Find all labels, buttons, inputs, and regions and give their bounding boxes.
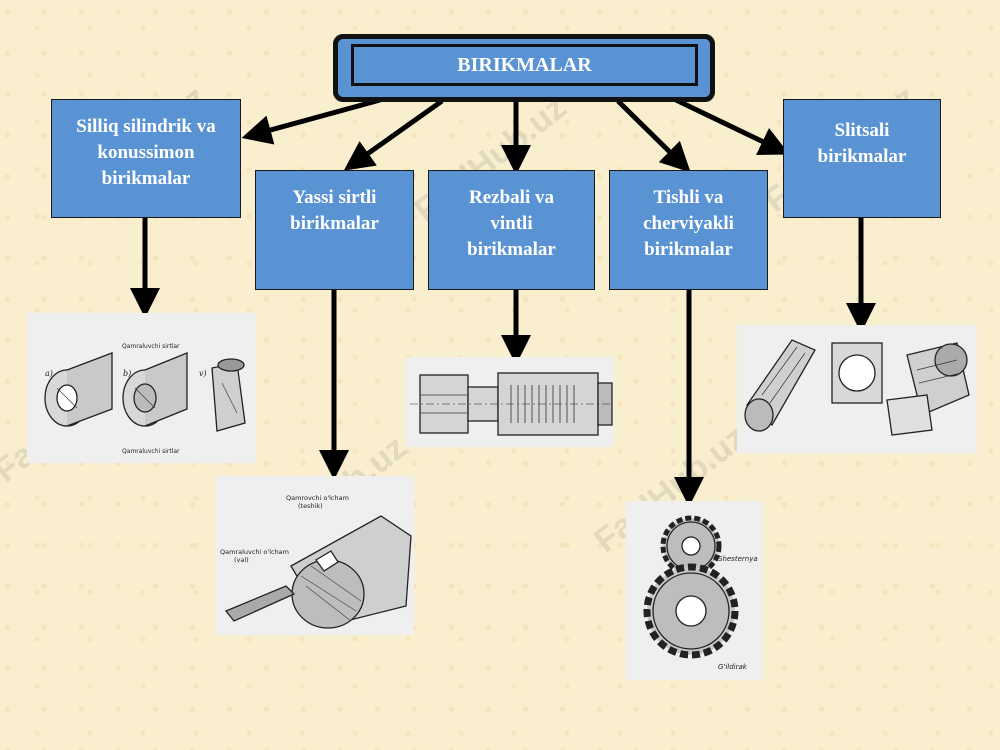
category-tishli: Tishli va cherviyakli birikmalar: [609, 170, 768, 290]
arrow-title-yassi: [343, 98, 444, 171]
label-teshik: (teshik): [298, 502, 323, 510]
label-qamraluvchi-top: Qamraluvchi sirtlar: [122, 343, 180, 350]
label-qamraluvchi: Qamraluvchi o'lcham: [220, 548, 289, 556]
key-joint-drawing: Qamrovchi o'lcham (teshik) Qamraluvchi o…: [220, 494, 412, 629]
gear-pair-drawing: Shesternya G'ildirak: [643, 515, 758, 671]
illustration-silliq: Qamraluvchi sirtlar Qamraluvchi sirtlar …: [27, 313, 256, 463]
threaded-joint-drawing: [410, 372, 613, 436]
arrow-title-tishli: [616, 99, 691, 173]
label-gildirak: G'ildirak: [718, 663, 748, 671]
category-yassi: Yassi sirtli birikmalar: [255, 170, 414, 290]
label-v: v): [199, 369, 207, 378]
label-qamrovchi: Qamrovchi o'lcham: [286, 494, 349, 502]
category-silliq: Silliq silindrik va konussimon birikmala…: [51, 99, 241, 218]
arrow-title-silliq: [241, 97, 381, 145]
cylinder-joints-drawing: Qamraluvchi sirtlar Qamraluvchi sirtlar …: [44, 343, 246, 455]
illustration-yassi: Qamrovchi o'lcham (teshik) Qamraluvchi o…: [216, 476, 414, 635]
illustration-slitsali: [737, 325, 977, 453]
label-shesternya: Shesternya: [718, 555, 758, 563]
illustration-tishli: Shesternya G'ildirak: [626, 501, 762, 680]
diagram-title: BIRIKMALAR: [351, 44, 698, 86]
label-b: b): [123, 369, 131, 378]
label-a: a): [45, 369, 53, 378]
category-slitsali: Slitsali birikmalar: [783, 99, 941, 218]
label-val: (val): [234, 556, 249, 564]
arrow-title-slitsali: [674, 97, 790, 156]
label-qamraluvchi-bottom: Qamraluvchi sirtlar: [122, 448, 180, 455]
illustration-rezbali: [406, 357, 614, 447]
spline-joint-drawing: [744, 339, 970, 436]
category-rezbali: Rezbali va vintli birikmalar: [428, 170, 595, 290]
